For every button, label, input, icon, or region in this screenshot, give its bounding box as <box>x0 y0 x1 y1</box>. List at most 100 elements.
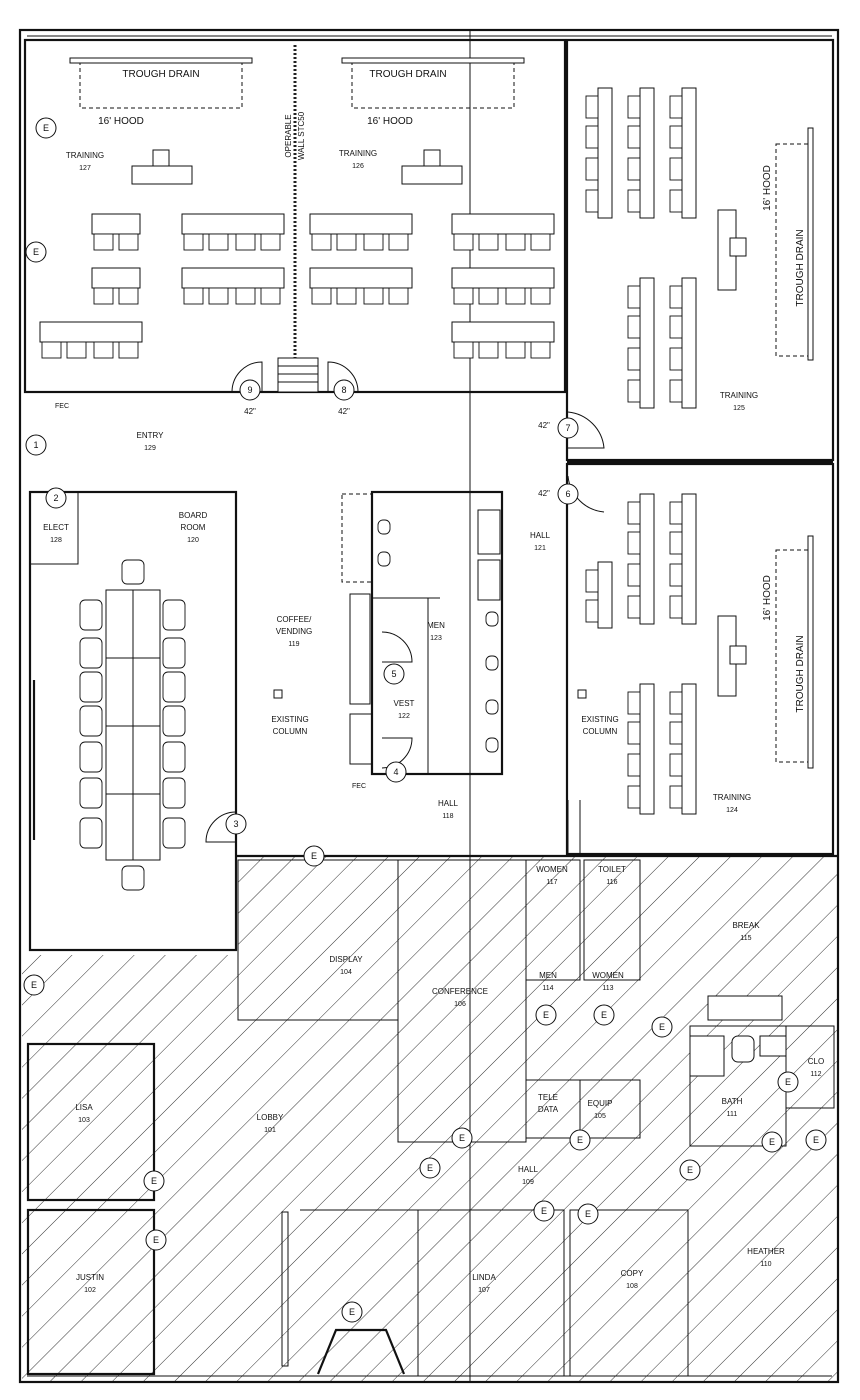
trough-drain-124 <box>775 535 814 769</box>
room-number: 109 <box>522 1179 534 1186</box>
svg-text:E: E <box>543 1010 549 1020</box>
door-marker-8: 8 <box>333 379 355 401</box>
svg-text:E: E <box>349 1307 355 1317</box>
existing-column-label: EXISTING <box>581 715 618 724</box>
exit-marker: E <box>145 1229 167 1251</box>
room-number: 125 <box>733 405 745 412</box>
trough-drain-label: TROUGH DRAIN <box>795 229 806 306</box>
room-name: WOMEN <box>536 865 568 874</box>
svg-text:E: E <box>577 1135 583 1145</box>
room-number: 102 <box>84 1287 96 1294</box>
fec-label: FEC <box>352 783 366 790</box>
door-width-label: 42" <box>538 489 550 498</box>
room-name: ROOM <box>181 523 206 532</box>
door-width-label: 42" <box>244 407 256 416</box>
svg-text:E: E <box>813 1135 819 1145</box>
justin-office <box>26 1208 156 1376</box>
hood-label: 16' HOOD <box>367 116 413 127</box>
toilet-116 <box>583 859 641 981</box>
room-name: EQUIP <box>588 1099 613 1108</box>
exit-marker: E <box>143 1170 165 1192</box>
room-name: TRAINING <box>713 793 751 802</box>
room-name: COFFEE/ <box>277 615 312 624</box>
exit-marker: E <box>419 1157 441 1179</box>
room-number: 103 <box>78 1117 90 1124</box>
room-number: 107 <box>478 1287 490 1294</box>
room-name: MEN <box>427 621 445 630</box>
room-number: 123 <box>430 635 442 642</box>
room-number: 119 <box>288 641 299 648</box>
instructor-desk-127 <box>131 165 193 185</box>
room-name: LISA <box>75 1103 93 1112</box>
exit-marker: E <box>569 1129 591 1151</box>
room-number: 101 <box>264 1127 276 1134</box>
linda-office <box>417 1209 565 1377</box>
room-name: HALL <box>530 531 551 540</box>
room-number: 115 <box>740 935 751 942</box>
room-name: DATA <box>538 1105 559 1114</box>
svg-text:E: E <box>541 1206 547 1216</box>
existing-column-label: COLUMN <box>273 727 308 736</box>
exit-marker: E <box>35 117 57 139</box>
svg-text:8: 8 <box>341 385 346 395</box>
room-number: 105 <box>594 1113 606 1120</box>
room-name: ELECT <box>43 523 69 532</box>
trough-drain-126 <box>341 57 525 109</box>
room-name: CONFERENCE <box>432 987 488 996</box>
room-number: 106 <box>454 1001 466 1008</box>
svg-text:E: E <box>153 1235 159 1245</box>
svg-text:5: 5 <box>391 669 396 679</box>
door-marker-1: 1 <box>25 434 47 456</box>
clo-room <box>785 1025 835 1109</box>
main-entry-vestibule <box>316 1328 406 1375</box>
room-name: TRAINING <box>66 151 104 160</box>
trough-drain-125 <box>775 127 814 361</box>
svg-text:E: E <box>151 1176 157 1186</box>
door-marker-5: 5 <box>383 663 405 685</box>
svg-text:E: E <box>311 851 317 861</box>
room-number: 117 <box>546 879 557 886</box>
door-marker-3: 3 <box>225 813 247 835</box>
svg-text:9: 9 <box>247 385 252 395</box>
room-number: 126 <box>352 163 364 170</box>
room-number: 114 <box>542 985 553 992</box>
exit-marker: E <box>761 1131 783 1153</box>
door-marker-2: 2 <box>45 487 67 509</box>
door-marker-7: 7 <box>557 417 579 439</box>
exit-marker: E <box>593 1004 615 1026</box>
room-name: HEATHER <box>747 1247 785 1256</box>
door-marker-6: 6 <box>557 483 579 505</box>
exit-marker: E <box>451 1127 473 1149</box>
exit-marker: E <box>341 1301 363 1323</box>
wall-stack <box>277 357 319 393</box>
room-name: HALL <box>518 1165 539 1174</box>
room-name: BOARD <box>179 511 208 520</box>
room-name: TOILET <box>598 865 626 874</box>
training-125-room <box>565 38 835 462</box>
hood-label: 16' HOOD <box>762 575 773 621</box>
svg-text:E: E <box>601 1010 607 1020</box>
operable-wall-label: OPERABLE <box>284 114 293 157</box>
svg-text:3: 3 <box>233 819 238 829</box>
room-name: ENTRY <box>137 431 165 440</box>
room-number: 129 <box>144 445 156 452</box>
men-restroom-123 <box>370 490 504 776</box>
svg-text:E: E <box>785 1077 791 1087</box>
room-number: 116 <box>606 879 617 886</box>
trough-drain-label: TROUGH DRAIN <box>122 69 199 80</box>
room-name: JUSTIN <box>76 1273 104 1282</box>
exit-marker: E <box>25 241 47 263</box>
hatched-renovation-area <box>22 856 838 1382</box>
trough-drain-127 <box>69 57 253 109</box>
svg-text:E: E <box>585 1209 591 1219</box>
existing-column-label: EXISTING <box>271 715 308 724</box>
exit-marker: E <box>535 1004 557 1026</box>
room-number: 120 <box>187 537 199 544</box>
room-name: LOBBY <box>257 1113 284 1122</box>
board-chairs <box>79 559 186 891</box>
instructor-desk-126 <box>401 165 463 185</box>
room-number: 127 <box>79 165 91 172</box>
svg-text:E: E <box>687 1165 693 1175</box>
lisa-office <box>26 1042 156 1202</box>
room-name: TELE <box>538 1093 558 1102</box>
